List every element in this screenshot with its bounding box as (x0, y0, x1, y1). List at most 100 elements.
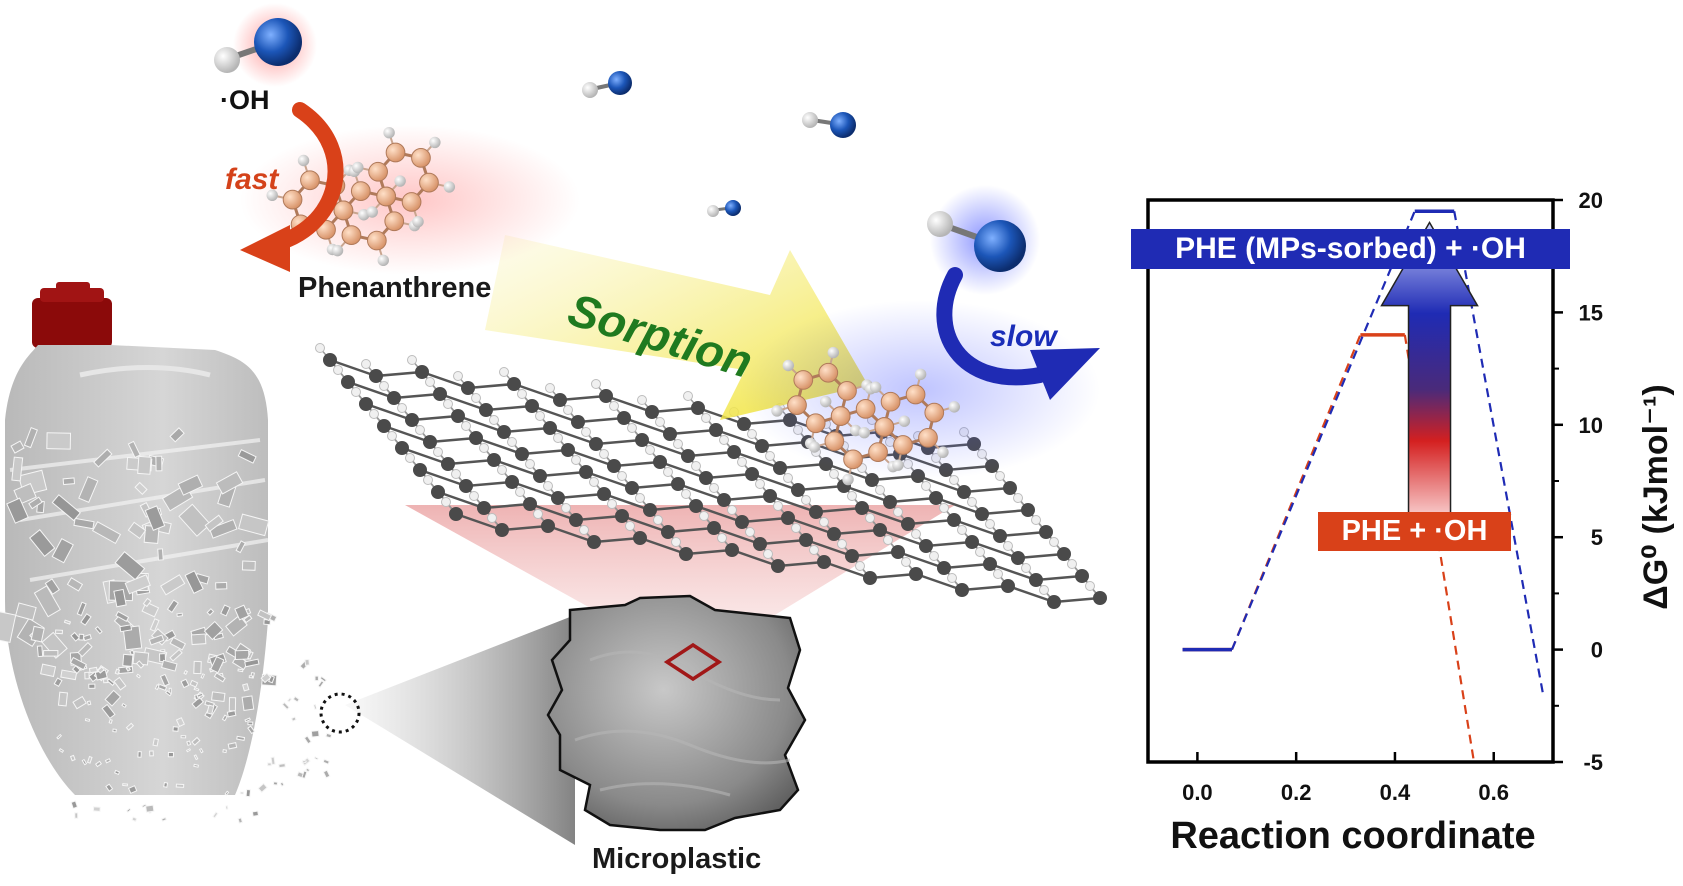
plastic-fragment (225, 614, 248, 637)
bond (603, 492, 651, 512)
carbon-atom (541, 519, 555, 533)
plastic-fragment (242, 683, 250, 692)
plastic-fragment (198, 747, 204, 754)
bond (1017, 552, 1065, 560)
hydrogen-atom (361, 359, 371, 369)
x-tick-label: 0.2 (1281, 780, 1312, 805)
oh-radical-main (214, 3, 317, 87)
hydrogen-atom (609, 401, 619, 411)
plastic-fragment (77, 641, 93, 658)
hydrogen-atom (893, 507, 903, 517)
oh-radical-small-3 (707, 200, 741, 217)
plastic-fragment (104, 689, 122, 707)
plastic-fragment (247, 721, 254, 726)
plastic-fragment (281, 701, 290, 711)
carbon-atom (1021, 503, 1035, 517)
plastic-fragment (106, 678, 115, 687)
plastic-fragment (241, 560, 256, 571)
plastic-fragment (125, 666, 131, 672)
hydrogen-atom (819, 395, 832, 408)
hydrogen-atom (297, 154, 310, 167)
carbon-atom (919, 539, 933, 553)
carbon-atom (341, 225, 362, 246)
bond (521, 448, 569, 456)
oh-radical-sorbed (927, 185, 1040, 295)
carbon-atom (845, 549, 859, 563)
plastic-fragment (186, 740, 192, 746)
carbon-atom (419, 172, 439, 193)
carbon-atom (487, 453, 501, 467)
hydrogen-atom (663, 467, 673, 477)
carbon-atom (817, 555, 831, 569)
hydrogen-atom (683, 391, 693, 401)
plastic-fragment (305, 767, 311, 773)
y-axis-label: ΔG⁰ (kJmol⁻¹) (1637, 384, 1675, 610)
hydrogen-atom (737, 457, 747, 467)
carbon-atom (411, 148, 431, 168)
hydrogen-atom (892, 459, 904, 471)
plastic-fragment (191, 736, 201, 746)
plastic-fragment (206, 608, 215, 616)
carbon-atom (1057, 547, 1071, 561)
plastic-fragment (314, 675, 319, 682)
plot-area (1182, 209, 1545, 762)
bond (851, 550, 899, 558)
bond (769, 494, 817, 514)
hydrogen-atom (366, 206, 378, 218)
hydrogen-atom (352, 161, 364, 174)
bond (833, 528, 881, 536)
bond (401, 446, 449, 466)
carbon-atom (737, 417, 751, 431)
fast-arrow-head (240, 225, 290, 272)
bond (715, 428, 763, 448)
hydrogen-atom (581, 427, 591, 437)
hydrogen-atom (333, 365, 343, 375)
hydrogen-atom (497, 465, 507, 475)
bond (733, 450, 781, 470)
carbon-atom (818, 362, 839, 383)
carbon-atom (341, 375, 355, 389)
plastic-fragment (272, 781, 279, 786)
carbon-atom (929, 491, 943, 505)
bond (915, 572, 963, 592)
carbon-atom (874, 417, 895, 437)
carbon-atom (771, 559, 785, 573)
hydrogen-atom (939, 503, 949, 513)
plastic-fragment (239, 791, 245, 795)
carbon-atom (901, 517, 915, 531)
bond (651, 406, 699, 414)
hydrogen-atom (782, 359, 795, 372)
hydrogen-atom (858, 426, 871, 439)
bond (1035, 574, 1083, 582)
plastic-fragment (226, 710, 237, 718)
plastic-fragment (70, 800, 79, 810)
plastic-fragment (164, 690, 172, 697)
carbon-atom (893, 435, 913, 455)
hydrogen-atom (747, 429, 757, 439)
plastic-fragment (213, 672, 226, 683)
carbon-atom (543, 421, 557, 435)
carbon-atom (735, 515, 749, 529)
carbon-atom (837, 380, 857, 401)
plastic-fragment (30, 625, 45, 643)
hydrogen-atom (1049, 537, 1059, 547)
carbon-atom (880, 391, 901, 412)
carbon-atom (607, 459, 621, 473)
x-tick-label: 0.4 (1380, 780, 1411, 805)
hydrogen-atom (719, 435, 729, 445)
hydrogen-atom (553, 433, 563, 443)
carbon-atom (863, 571, 877, 585)
carbon-atom (350, 181, 371, 201)
carbon-atom (1047, 595, 1061, 609)
bond (695, 504, 743, 524)
hydrogen-atom (898, 415, 911, 427)
hydrogen-atom (515, 487, 525, 497)
plastic-fragment (101, 703, 116, 720)
carbon-atom (681, 449, 695, 463)
hydrogen-atom (808, 441, 821, 453)
bond (999, 530, 1047, 538)
plastic-fragment (63, 619, 72, 625)
bond (539, 470, 587, 478)
bond (483, 502, 531, 510)
plastic-fragment (60, 669, 78, 681)
